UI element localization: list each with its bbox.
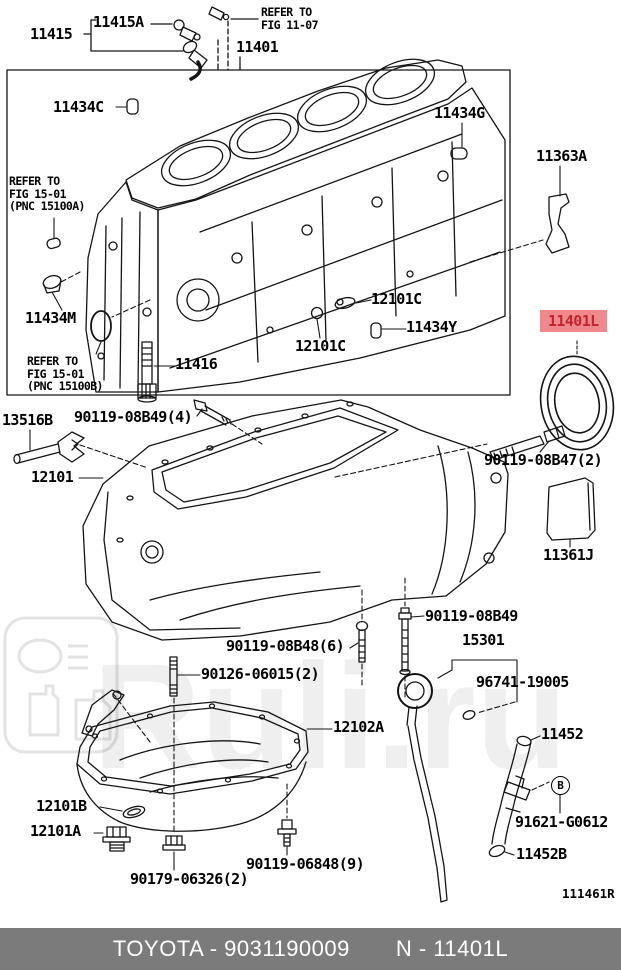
gasket-12101c-drawing [310,296,356,320]
part-label-11415: 11415 [30,25,73,43]
bolt-90119-08b47x2-drawing [489,425,566,461]
part-label-90119-08b47x2: 90119-08B47(2) [484,451,603,469]
note-line: REFER TO [27,354,78,368]
callout-b-symbol: B [551,776,570,795]
part-label-11452b: 11452B [516,845,567,863]
watermark-logo [3,616,119,754]
note-refer-fig-15-01-b: REFER TO FIG 15-01 (PNC 15100B) [27,355,103,393]
leader-lines [29,106,571,871]
stud-90126-06015-drawing [169,656,178,697]
bolt-90119-08b48x6-drawing [355,620,369,663]
watermark-text: Ruli.ru [93,632,568,800]
oil-nozzle-11415a-drawing [173,19,201,42]
cap-11434m-drawing [42,275,62,294]
guide-tube-11452-drawing [491,735,532,845]
shaft-13516b-drawing [13,431,85,465]
part-label-11434g: 11434G [434,104,485,122]
drain-plug-12101a-drawing [102,826,131,852]
oil-seal-11401l-drawing [539,355,615,451]
plate-11361j-drawing [546,477,596,541]
note-line: (PNC 15100A) [9,199,85,213]
note-line: REFER TO [9,174,60,188]
part-label-11415a: 11415A [93,13,144,31]
part-label-12101a: 12101A [30,822,81,840]
oil-pan-12102a-drawing [76,689,309,832]
part-label-12101: 12101 [31,468,74,486]
oil-jet-refer-part-drawing [208,6,230,21]
footer-bar: TOYOTA - 9031190009 N - 11401L [0,928,621,970]
part-label-90126-06015x2: 90126-06015(2) [201,665,320,683]
part-label-12102a: 12102A [333,718,384,736]
dipstick-15301-drawing [397,673,448,903]
oring-96741-drawing [462,710,476,720]
part-label-11416: 11416 [175,355,218,373]
pin-11434y-drawing [370,322,382,339]
plug-11434c-drawing [126,98,139,115]
leader-lines-top [83,18,259,71]
part-label-90179-06326x2: 90179-06326(2) [130,870,249,888]
part-label-11401l-highlighted: 11401L [540,310,607,332]
note-line: (PNC 15100B) [27,379,103,393]
bolt-90119-08b49-drawing [398,607,412,676]
bolt-11416-drawing [137,341,157,403]
part-label-11363a: 11363A [536,147,587,165]
cylinder-block-drawing [85,58,506,393]
part-label-96741-19005: 96741-19005 [476,673,569,691]
assembly-axis-dashed-top [217,20,229,71]
note-refer-fig-15-01-a: REFER TO FIG 15-01 (PNC 15100A) [9,175,85,213]
oil-nozzle-11415-drawing [182,40,208,81]
part-label-90119-08b49: 90119-08B49 [425,607,518,625]
oil-pan-12101-drawing [82,399,509,641]
part-label-11452: 11452 [541,725,584,743]
part-label-91621-g0612: 91621-G0612 [515,813,608,831]
part-label-11401: 11401 [236,38,279,56]
sheet-code: 111461R [562,886,615,901]
note-line: FIG 11-07 [261,17,319,32]
diagram-canvas: Ruli.ru [3,6,615,903]
footer-part-number: N - 11401L [395,936,509,961]
part-label-90119-08b49x4: 90119-08B49(4) [74,408,193,426]
part-label-90119-08b48x6: 90119-08B48(6) [226,637,345,655]
note-line: FIG 15-01 [9,186,67,201]
part-label-12101b: 12101B [36,797,87,815]
bolt-90119-06848-drawing [277,819,297,847]
assembly-axes-dashed [60,239,578,835]
footer-brand-number: TOYOTA - 9031190009 [112,936,350,961]
gasket-11452b-drawing [488,844,506,858]
part-label-12101c-upper: 12101C [371,290,422,308]
nut-90179-06326-drawing [162,835,186,851]
gasket-12101b-drawing [122,805,146,819]
part-label-11434m: 11434M [25,309,76,327]
block-frame-box [6,69,511,396]
part-label-11361j: 11361J [543,546,594,564]
part-label-12101c-lower: 12101C [295,337,346,355]
oring-pnc15100b-drawing [90,310,112,342]
part-label-11434c: 11434C [53,98,104,116]
bracket-11363a-drawing [545,193,570,254]
plug-11434g-drawing [450,147,468,160]
part-label-90119-06848x9: 90119-06848(9) [246,855,365,873]
note-refer-fig-11-07: REFER TO FIG 11-07 [261,5,319,32]
bolt-90119-08b49x4-drawing [193,399,232,426]
part-label-13516b: 13516B [2,411,53,429]
part-label-15301: 15301 [462,631,505,649]
note-line: FIG 15-01 [27,366,85,381]
note-line: REFER TO [261,5,312,19]
plug-pnc15100a-drawing [46,237,61,250]
part-label-11434y: 11434Y [406,318,457,336]
